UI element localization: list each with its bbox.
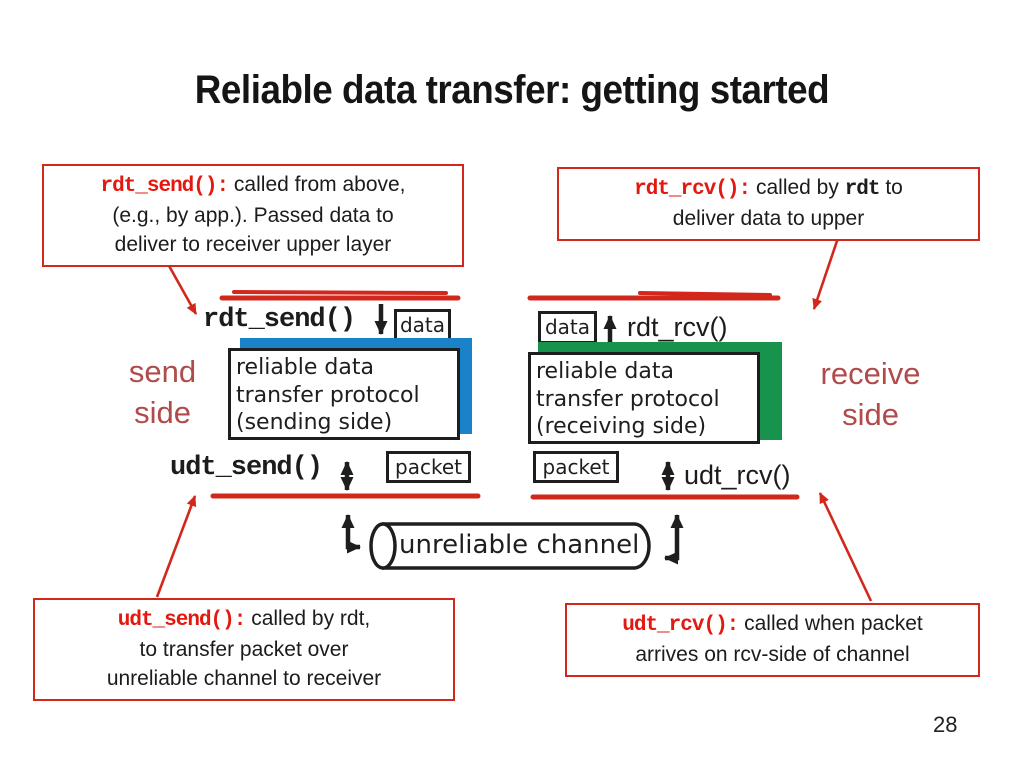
rdt-inline-code: rdt [844,178,881,201]
receive-side-label: receive side [820,356,921,432]
callout-rdt-send-line3: deliver to receiver upper layer [114,232,392,256]
callout-udt-send-line3: unreliable channel to receiver [106,666,382,690]
udt-send-pointer-arrow [155,495,197,598]
callout-pointer-arrows [155,237,873,602]
callout-udt-send-line2: to transfer packet over [139,637,349,661]
callout-udt-send: udt_send(): called by rdt, to transfer p… [33,598,455,701]
callout-udt-rcv-line2: arrives on rcv-side of channel [635,642,910,666]
flow-arrows [340,304,684,565]
page-number: 28 [933,712,958,737]
sender-protocol-box: reliable data transfer protocol (sending… [228,348,460,440]
receiver-protocol-box: reliable data transfer protocol (receivi… [528,352,760,444]
data-box-send: data [394,309,451,342]
callout-rdt-send: rdt_send(): called from above, (e.g., by… [42,164,464,267]
send-to-channel-elbow-arrow [341,514,361,554]
slide-title: Reliable data transfer: getting started [194,68,830,112]
rdt-rcv-fn-label: rdt_rcv() [627,312,728,342]
receive-top-line-overstroke [638,291,772,297]
send-top-line-overstroke [232,290,448,295]
data-box-receive: data [538,311,597,344]
rdt-rcv-code-label: rdt_rcv(): [634,178,751,201]
udt-rcv-fn-label: udt_rcv() [684,460,791,490]
callout-rdt-send-line1: rdt_send(): called from above, [100,173,406,198]
callout-udt-send-line1: udt_send(): called by rdt, [117,607,371,632]
send-side-label: send side [128,354,197,430]
callout-rdt-rcv-line1: rdt_rcv(): called by rdt to [634,176,903,201]
udt-send-fn-label: udt_send() [170,453,323,483]
packet-box-send: packet [386,451,471,483]
callout-udt-rcv-line1: udt_rcv(): called when packet [622,612,923,637]
channel-to-receive-elbow-arrow [664,514,684,565]
unreliable-channel-cylinder [369,522,651,570]
packet-box-receive: packet [533,451,619,483]
unreliable-channel-label: unreliable channel [399,530,640,560]
callout-rdt-rcv: rdt_rcv(): called by rdt to deliver data… [557,167,980,241]
udt-rcv-code-label: udt_rcv(): [622,614,739,637]
udt-rcv-pointer-arrow [818,492,873,602]
callout-rdt-rcv-line2: deliver data to upper [672,206,865,230]
callout-rdt-send-line2: (e.g., by app.). Passed data to [112,203,394,227]
callout-udt-rcv: udt_rcv(): called when packet arrives on… [565,603,980,677]
rdt-send-fn-label: rdt_send() [203,305,356,335]
rdt-rcv-pointer-arrow [812,237,840,310]
udt-send-code-label: udt_send(): [117,609,247,632]
rdt-send-pointer-arrow [166,263,198,315]
red-divider-lines [210,290,800,500]
rdt-send-code-label: rdt_send(): [100,175,229,198]
